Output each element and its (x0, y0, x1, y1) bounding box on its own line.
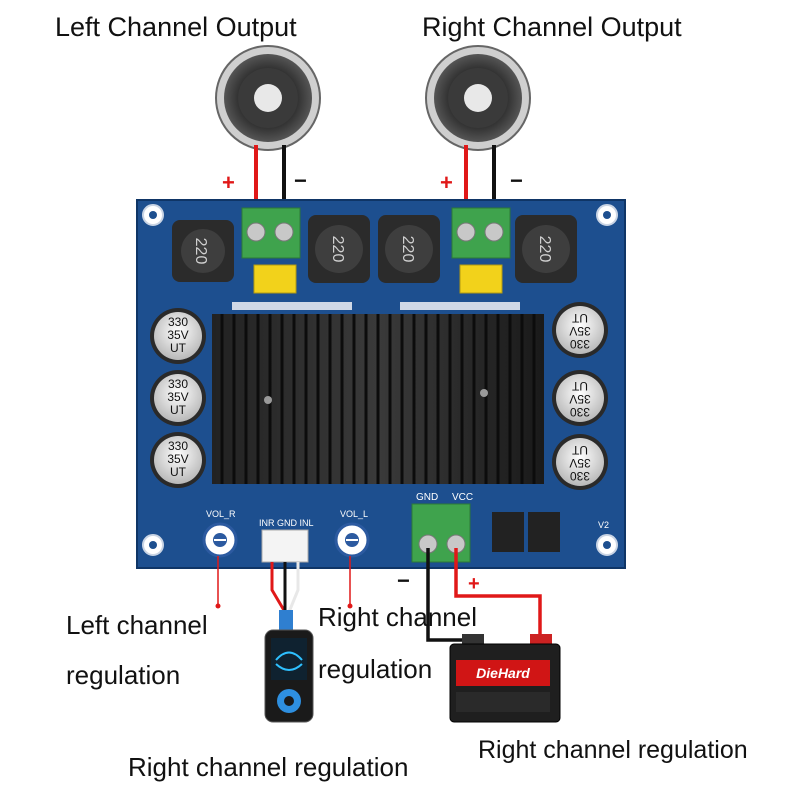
audio-plug (279, 610, 293, 630)
electrolytic-capacitor: 330 35V UT (552, 434, 608, 490)
svg-text:UT: UT (170, 341, 187, 355)
vcc-label: VCC (452, 492, 473, 503)
svg-text:330: 330 (168, 377, 188, 391)
right-channel-output-label: Right Channel Output (422, 12, 682, 42)
film-capacitor (253, 264, 297, 294)
svg-text:35V: 35V (167, 390, 188, 404)
audio-input-connector (261, 529, 309, 563)
vol-r-label: VOL_R (206, 509, 236, 519)
power-minus-sign: − (397, 568, 410, 593)
audio-cable-white (287, 562, 300, 613)
svg-text:35V: 35V (569, 392, 590, 406)
left-regulation-label-line1: Left channel (66, 610, 208, 640)
right-regulation-label-line1: Right channel (318, 602, 477, 632)
inductor: 220 (172, 220, 234, 282)
inductor: 220 (308, 215, 370, 283)
right-speaker-icon (425, 45, 531, 151)
battery-negative-wire (426, 548, 472, 642)
input-pins-label: INR GND INL (259, 518, 314, 528)
left-channel-output-label: Left Channel Output (55, 12, 297, 42)
svg-text:35V: 35V (167, 452, 188, 466)
svg-text:220: 220 (399, 236, 416, 263)
svg-text:330: 330 (168, 439, 188, 453)
svg-text:UT: UT (170, 403, 187, 417)
left-speaker-icon (215, 45, 321, 151)
inductor: 220 (378, 215, 440, 283)
diode (528, 512, 560, 552)
left-minus-sign: − (294, 168, 307, 193)
svg-text:35V: 35V (167, 328, 188, 342)
svg-text:35V: 35V (569, 456, 590, 470)
left-speaker-terminal (241, 207, 301, 259)
svg-text:330: 330 (570, 337, 590, 351)
battery-icon: DieHard (449, 634, 561, 723)
electrolytic-capacitor: 330 35V UT (552, 370, 608, 426)
audio-cable-red (270, 562, 287, 613)
svg-text:330: 330 (570, 469, 590, 483)
right-speaker-terminal (451, 207, 511, 259)
film-capacitor (459, 264, 503, 294)
svg-text:220: 220 (536, 236, 553, 263)
electrolytic-capacitor: 330 35V UT (552, 302, 608, 358)
svg-text:UT: UT (571, 379, 588, 393)
inductor: 220 (515, 215, 577, 283)
left-volume-knob-icon[interactable] (202, 522, 238, 558)
electrolytic-capacitor: 330 35V UT (150, 308, 206, 364)
svg-text:UT: UT (170, 465, 187, 479)
version-label: V2 (598, 520, 609, 530)
svg-text:330: 330 (570, 405, 590, 419)
left-regulation-label-line2: regulation (66, 660, 181, 690)
battery-brand: DieHard (476, 665, 530, 681)
right-volume-knob-icon[interactable] (334, 522, 370, 558)
electrolytic-capacitor: 330 35V UT (150, 432, 206, 488)
heatsink (212, 314, 544, 484)
right-minus-sign: − (510, 168, 523, 193)
svg-text:35V: 35V (569, 324, 590, 338)
left-plus-sign: + (222, 170, 235, 195)
vol-l-label: VOL_L (340, 509, 368, 519)
power-plus-sign: + (468, 573, 480, 595)
svg-text:UT: UT (571, 443, 588, 457)
svg-text:220: 220 (192, 238, 209, 265)
pcb-board: 220 220 220 220 (136, 199, 626, 569)
power-terminal (411, 503, 471, 563)
gnd-label: GND (416, 492, 438, 503)
svg-text:330: 330 (168, 315, 188, 329)
right-plus-sign: + (440, 170, 453, 195)
svg-text:UT: UT (571, 311, 588, 325)
right-regulation-label-line2: regulation (318, 654, 433, 684)
electrolytic-capacitor: 330 35V UT (150, 370, 206, 426)
bottom-right-caption: Right channel regulation (478, 736, 748, 764)
diode (492, 512, 524, 552)
music-player-icon (264, 629, 314, 723)
svg-text:220: 220 (329, 236, 346, 263)
battery-positive-wire (454, 548, 542, 648)
bottom-left-caption: Right channel regulation (128, 752, 409, 782)
